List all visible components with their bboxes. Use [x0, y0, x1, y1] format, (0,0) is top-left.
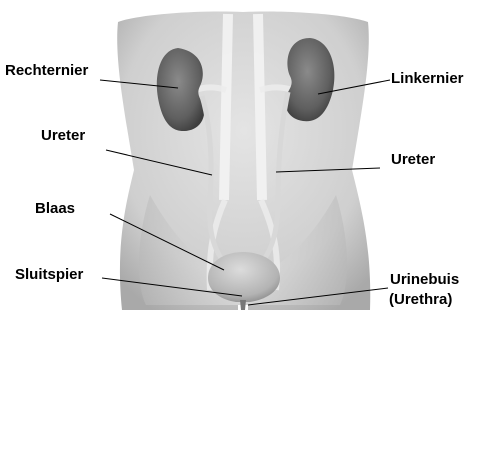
label-ureter-right: Ureter [391, 151, 436, 168]
left-kidney [285, 38, 335, 122]
aorta [219, 13, 267, 201]
label-sphincter: Sluitspier [15, 266, 84, 283]
leader-right-kidney [99, 79, 179, 89]
right-kidney [156, 48, 205, 132]
leader-ureter-left [105, 149, 213, 176]
label-ureter-left: Ureter [41, 127, 86, 144]
leader-urethra [247, 287, 389, 306]
leader-sphincter [101, 277, 243, 297]
left-ureter [260, 91, 291, 264]
leader-ureter-right [275, 167, 381, 173]
leader-left-kidney [317, 79, 391, 95]
vessel-branches [188, 84, 300, 291]
urethra [240, 300, 246, 310]
bladder [208, 252, 280, 302]
label-urethra-line1: Urinebuis [390, 271, 460, 288]
label-left-kidney: Linkernier [391, 70, 464, 87]
right-ureter [199, 95, 226, 264]
label-right-kidney: Rechternier [5, 62, 89, 79]
label-urethra-line2: (Urethra) [389, 291, 453, 308]
pelvis-shape [138, 195, 348, 305]
leader-bladder [109, 213, 225, 271]
label-bladder: Blaas [35, 200, 76, 217]
